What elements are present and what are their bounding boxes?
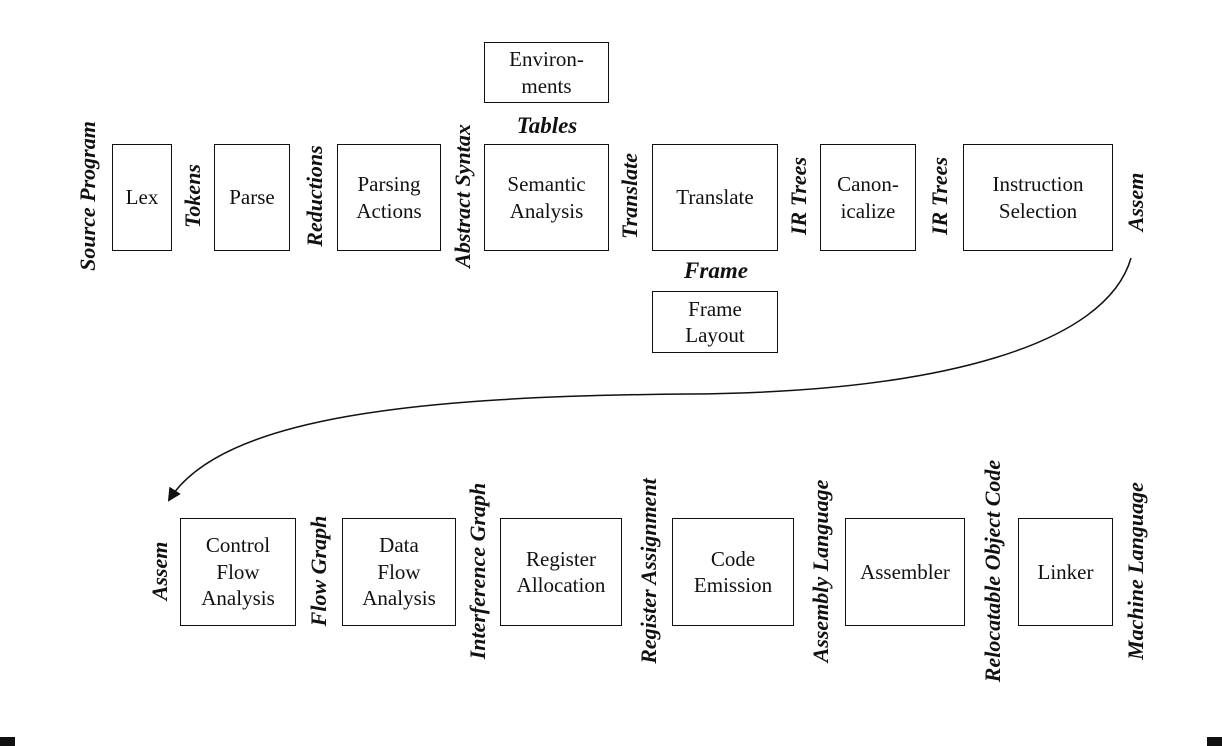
edge-label-assembly-language: Assembly Language <box>808 479 833 663</box>
phase-box-canonicalize-line: icalize <box>840 198 896 223</box>
phase-box-data-flow-analysis-line: Analysis <box>362 586 436 611</box>
phase-box-control-flow-analysis-line: Flow <box>216 559 260 584</box>
environments-box-line: Environ- <box>509 47 584 72</box>
phase-box-instruction-selection-line: Instruction <box>992 172 1084 197</box>
phase-box-data-flow-analysis: Data Flow Analysis <box>342 518 456 626</box>
phase-box-control-flow-analysis-line: Control <box>205 533 271 558</box>
edge-label-ir-trees-1: IR Trees <box>786 156 811 236</box>
frame-layout-box-line: Frame <box>688 296 742 321</box>
edge-label-register-assignment: Register Assignment <box>636 478 661 664</box>
page-corner-mark-right <box>1207 737 1222 746</box>
frame-layout-box-line: Layout <box>685 323 745 347</box>
phase-box-register-allocation: Register Allocation <box>500 518 622 626</box>
phase-box-control-flow-analysis: Control Flow Analysis <box>180 518 296 626</box>
phase-box-data-flow-analysis-line: Data <box>379 533 419 558</box>
phase-box-parsing-actions-line: Parsing <box>357 172 421 197</box>
edge-label-translate: Translate <box>617 153 642 239</box>
edge-label-abstract-syntax: Abstract Syntax <box>450 124 475 268</box>
frame-label: Frame <box>684 258 748 283</box>
edge-label-tokens: Tokens <box>180 164 205 228</box>
phase-box-lex: Lex <box>112 144 172 251</box>
phase-box-instruction-selection: Instruction Selection <box>963 144 1113 251</box>
phase-box-code-emission-line: Emission <box>693 573 773 597</box>
phase-box-linker-line: Linker <box>1037 559 1094 584</box>
environments-box: Environ- ments <box>484 42 609 103</box>
phase-box-instruction-selection-line: Selection <box>998 198 1078 223</box>
phase-box-parsing-actions-line: Actions <box>356 198 422 223</box>
edge-label-interference-graph: Interference Graph <box>465 482 490 660</box>
phase-box-assembler: Assembler <box>845 518 965 626</box>
edge-label-flow-graph: Flow Graph <box>306 515 331 627</box>
edge-label-assem-top: Assem <box>1123 172 1148 232</box>
phase-box-assembler-line: Assembler <box>860 559 950 584</box>
phase-box-linker: Linker <box>1018 518 1113 626</box>
frame-layout-box: Frame Layout <box>652 291 778 353</box>
phase-box-translate: Translate <box>652 144 778 251</box>
phase-box-parse-line: Parse <box>229 185 275 210</box>
edge-label-machine-language: Machine Language <box>1123 482 1148 660</box>
phase-box-semantic-analysis-line: Semantic <box>507 172 586 197</box>
phase-box-lex-line: Lex <box>125 185 159 210</box>
environments-box-line: ments <box>521 73 572 98</box>
tables-label: Tables <box>516 113 578 138</box>
edge-label-reductions: Reductions <box>302 145 327 247</box>
phase-box-parsing-actions: Parsing Actions <box>337 144 441 251</box>
phase-box-register-allocation-line: Allocation <box>516 573 606 597</box>
edge-label-source-program: Source Program <box>75 121 100 271</box>
edge-label-assem-bottom: Assem <box>147 541 172 601</box>
edge-label-relocatable-object-code: Relocatable Object Code <box>980 459 1005 683</box>
phase-box-semantic-analysis: Semantic Analysis <box>484 144 609 251</box>
page-corner-mark-left <box>0 737 15 746</box>
phase-box-code-emission: Code Emission <box>672 518 794 626</box>
edge-label-ir-trees-2: IR Trees <box>927 156 952 236</box>
phase-box-code-emission-line: Code <box>710 546 756 571</box>
phase-box-data-flow-analysis-line: Flow <box>377 559 421 584</box>
phase-box-canonicalize-line: Canon- <box>837 172 899 197</box>
phase-box-control-flow-analysis-line: Analysis <box>201 586 275 611</box>
phase-box-register-allocation-line: Register <box>526 546 596 571</box>
phase-box-translate-line: Translate <box>676 185 754 210</box>
phase-box-canonicalize: Canon- icalize <box>820 144 916 251</box>
phase-box-parse: Parse <box>214 144 290 251</box>
phase-box-semantic-analysis-line: Analysis <box>509 198 584 223</box>
